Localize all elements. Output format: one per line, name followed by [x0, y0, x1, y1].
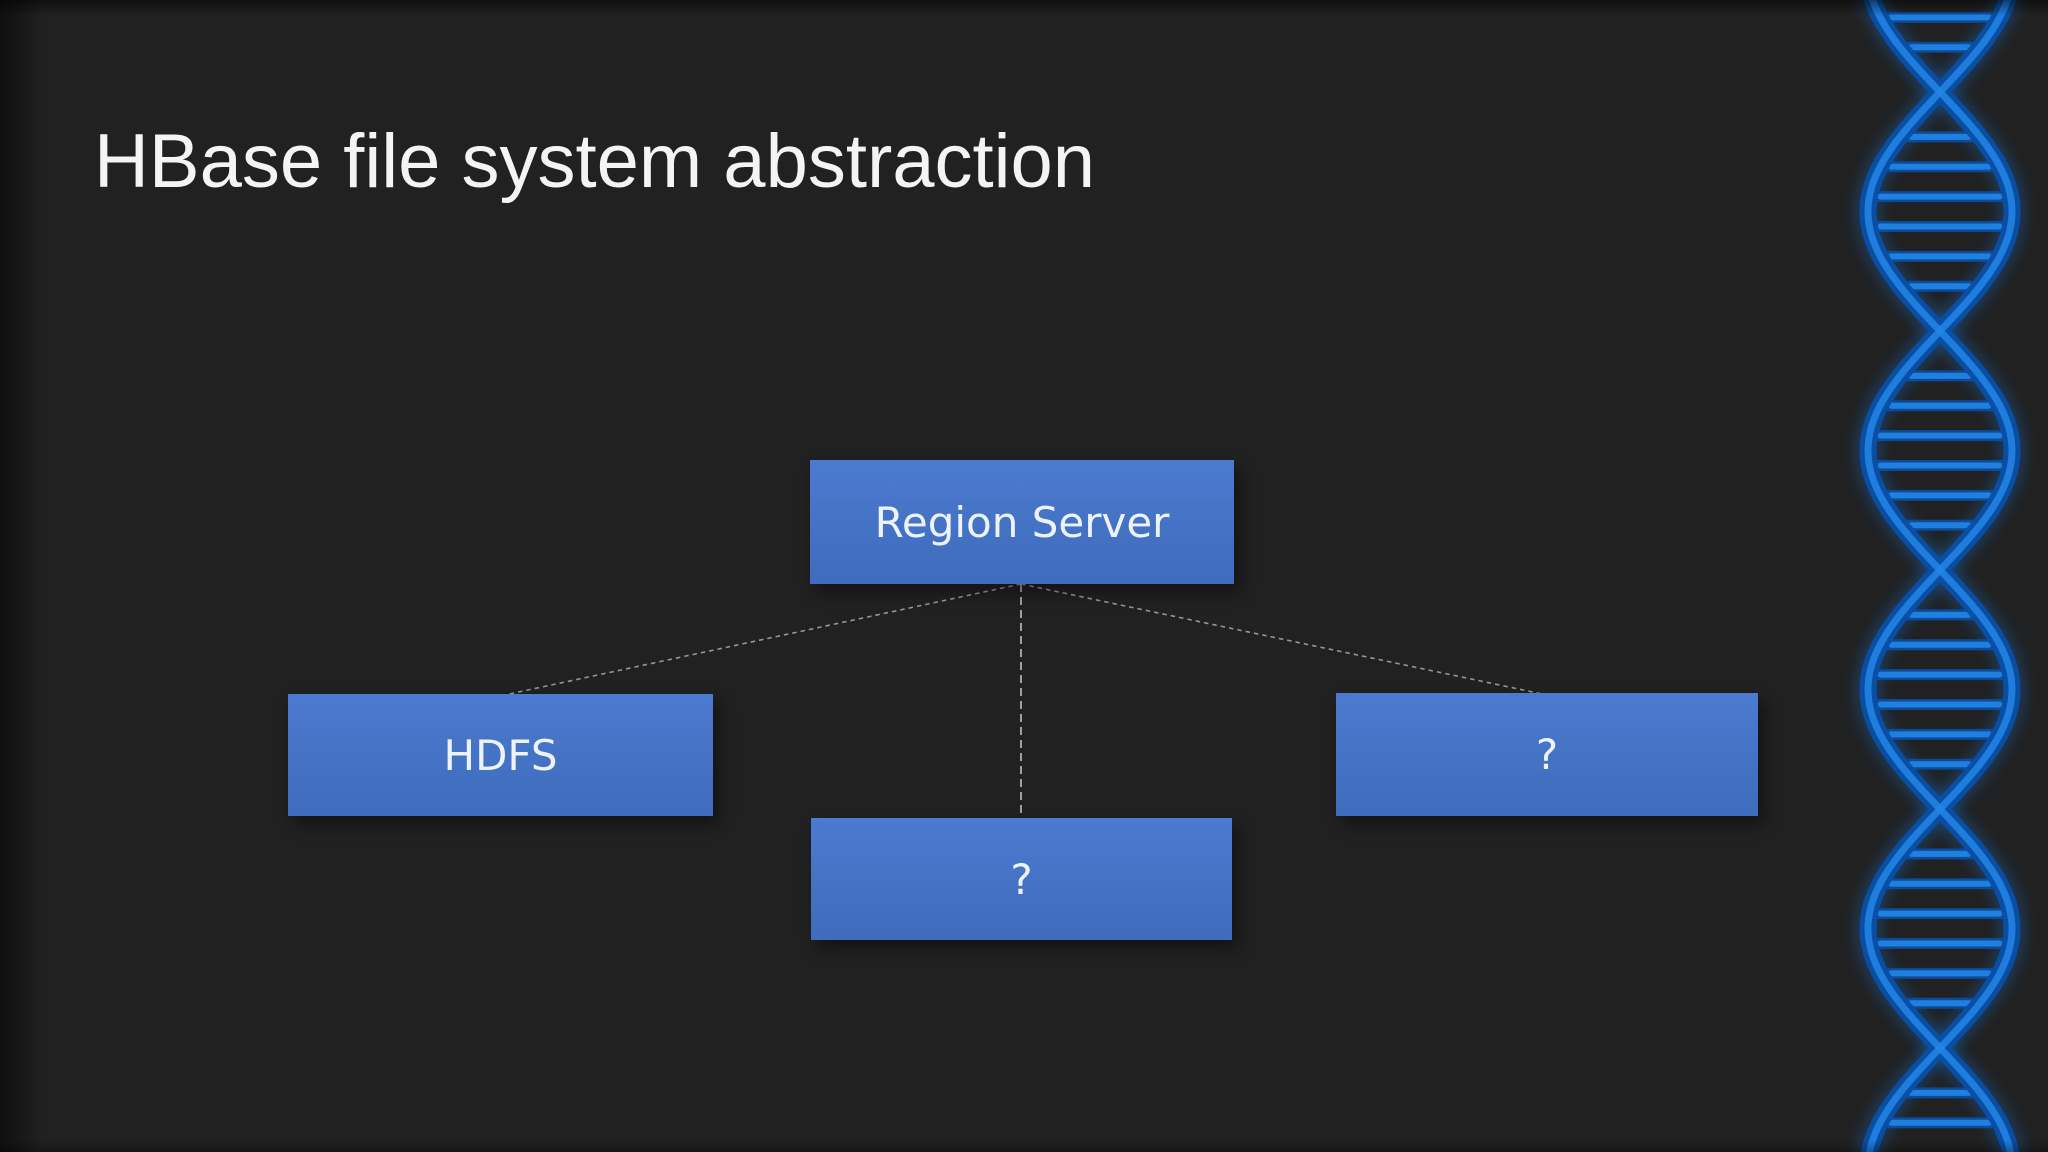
node-unknown-middle: ? — [811, 818, 1232, 940]
connector-region-server-to-unknown-right — [1020, 583, 1548, 696]
connector-region-server-to-hdfs — [499, 583, 1022, 697]
node-hdfs: HDFS — [288, 694, 713, 816]
node-region-server-label: Region Server — [874, 497, 1170, 547]
slide-title: HBase file system abstraction — [94, 119, 1096, 204]
node-unknown-right: ? — [1336, 693, 1758, 816]
node-unknown-middle-label: ? — [1010, 854, 1033, 904]
node-hdfs-label: HDFS — [443, 730, 558, 780]
node-unknown-right-label: ? — [1535, 730, 1559, 779]
node-region-server: Region Server — [810, 460, 1234, 584]
